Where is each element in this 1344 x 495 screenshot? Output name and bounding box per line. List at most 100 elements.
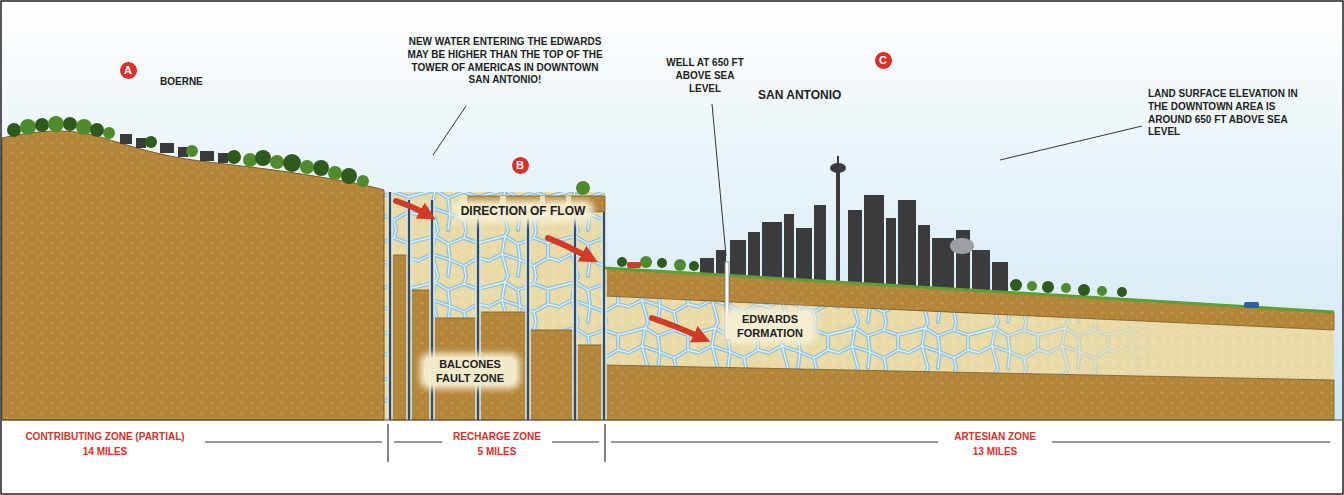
fault-lines <box>477 212 479 420</box>
zone-name: CONTRIBUTING ZONE (PARTIAL) <box>21 431 188 444</box>
boerne-houses <box>218 153 228 163</box>
leader-lines <box>1000 126 1142 160</box>
trees <box>103 127 115 139</box>
boerne-houses <box>120 134 132 144</box>
upper-confining-layer <box>605 268 1334 330</box>
zone-dividers <box>611 441 938 442</box>
zone-length: 5 MILES <box>474 446 521 459</box>
leader-lines <box>433 104 1142 256</box>
zone-dividers <box>552 441 599 442</box>
trees <box>341 168 357 184</box>
section-base <box>2 419 1342 420</box>
zone-dividers <box>1052 441 1330 442</box>
flow-arrows <box>396 201 428 215</box>
city-skyline <box>950 238 974 254</box>
trees <box>1027 281 1037 291</box>
leader-lines <box>433 106 466 155</box>
fault-blocks <box>575 345 605 420</box>
fault-lines <box>389 192 391 420</box>
tower-of-americas <box>836 168 840 298</box>
fault-lines <box>475 212 481 420</box>
fault-blocks <box>528 330 575 420</box>
fault-lines <box>408 200 410 420</box>
fault-lines <box>525 212 531 420</box>
callout-note-box: LAND SURFACE ELEVATION IN THE DOWNTOWN A… <box>1148 88 1316 139</box>
fault-lines <box>387 192 393 420</box>
trees <box>657 258 667 268</box>
fault-lines <box>390 192 604 420</box>
trees <box>283 154 301 172</box>
fault-lines <box>601 212 607 420</box>
aquifer-water-channels <box>384 188 1334 422</box>
callout-note: NEW WATER ENTERING THE EDWARDS MAY BE HI… <box>403 36 608 87</box>
zone-name-box: ARTESIAN ZONE <box>950 431 1040 444</box>
trees <box>63 117 77 131</box>
callout-note-box: WELL AT 650 FT ABOVE SEA LEVEL <box>663 57 747 95</box>
flow-label: DIRECTION OF FLOW <box>457 204 590 219</box>
trees <box>689 261 699 271</box>
boerne-houses <box>136 138 146 148</box>
cars <box>627 262 641 268</box>
callout-letter: A <box>124 65 132 76</box>
fault-blocks <box>409 290 432 420</box>
trees <box>674 259 686 271</box>
trees <box>576 181 590 195</box>
trees <box>617 257 627 267</box>
zone-name: ARTESIAN ZONE <box>950 431 1040 444</box>
callout-circle-shape <box>874 51 892 69</box>
trees <box>20 119 36 135</box>
callout-circle-shape <box>119 61 137 79</box>
trees <box>76 119 92 135</box>
trees <box>1010 279 1022 291</box>
leader-lines <box>712 104 726 256</box>
zone-length: 14 MILES <box>79 446 131 459</box>
callout-letter: C <box>879 55 887 66</box>
trees <box>35 118 49 132</box>
zone-length: 13 MILES <box>969 446 1021 459</box>
trees <box>1061 283 1071 293</box>
trees <box>300 160 314 174</box>
trees <box>7 116 1127 297</box>
trees <box>7 123 21 137</box>
flow-arrows <box>396 201 702 338</box>
lower-confining-layer <box>605 365 1334 420</box>
trees <box>1042 281 1054 293</box>
trees <box>227 150 241 164</box>
cars <box>1244 302 1259 308</box>
zone-length-box: 14 MILES <box>79 446 131 459</box>
formation-label: EDWARDS FORMATION <box>727 312 813 340</box>
flow-arrows <box>652 318 702 338</box>
callout-circle: B <box>511 156 530 175</box>
zone-name-box: RECHARGE ZONE <box>449 431 545 444</box>
place-name-box: SAN ANTONIO <box>758 88 841 103</box>
trees <box>186 145 198 157</box>
fault-lines <box>603 212 605 420</box>
trees <box>1117 287 1127 297</box>
fault-lines <box>572 212 578 420</box>
cars <box>627 262 1259 308</box>
callout-note: WELL AT 650 FT ABOVE SEA LEVEL <box>663 57 747 95</box>
flow-label-box: DIRECTION OF FLOW <box>457 204 590 219</box>
tower-of-americas <box>837 156 839 166</box>
boerne-houses <box>160 143 174 153</box>
zone-dividers <box>604 424 605 462</box>
fault-lines <box>574 212 576 420</box>
place-name-box: BOERNE <box>160 76 203 89</box>
fault-lines <box>429 200 435 420</box>
fault-lines <box>431 200 433 420</box>
trees <box>243 153 257 167</box>
fault-zone-label: BALCONES FAULT ZONE <box>424 357 516 385</box>
zone-dividers <box>394 441 442 442</box>
zone-name-box: CONTRIBUTING ZONE (PARTIAL) <box>21 431 188 444</box>
callout-circle: A <box>119 61 138 80</box>
fault-zone-label-box: BALCONES FAULT ZONE <box>424 357 516 385</box>
trees <box>1097 286 1107 296</box>
callout-circle-shape <box>511 156 529 174</box>
trees <box>145 136 157 148</box>
trees <box>1078 284 1090 296</box>
zone-dividers <box>205 424 1330 462</box>
flow-arrows <box>548 238 590 258</box>
trees <box>328 166 342 180</box>
